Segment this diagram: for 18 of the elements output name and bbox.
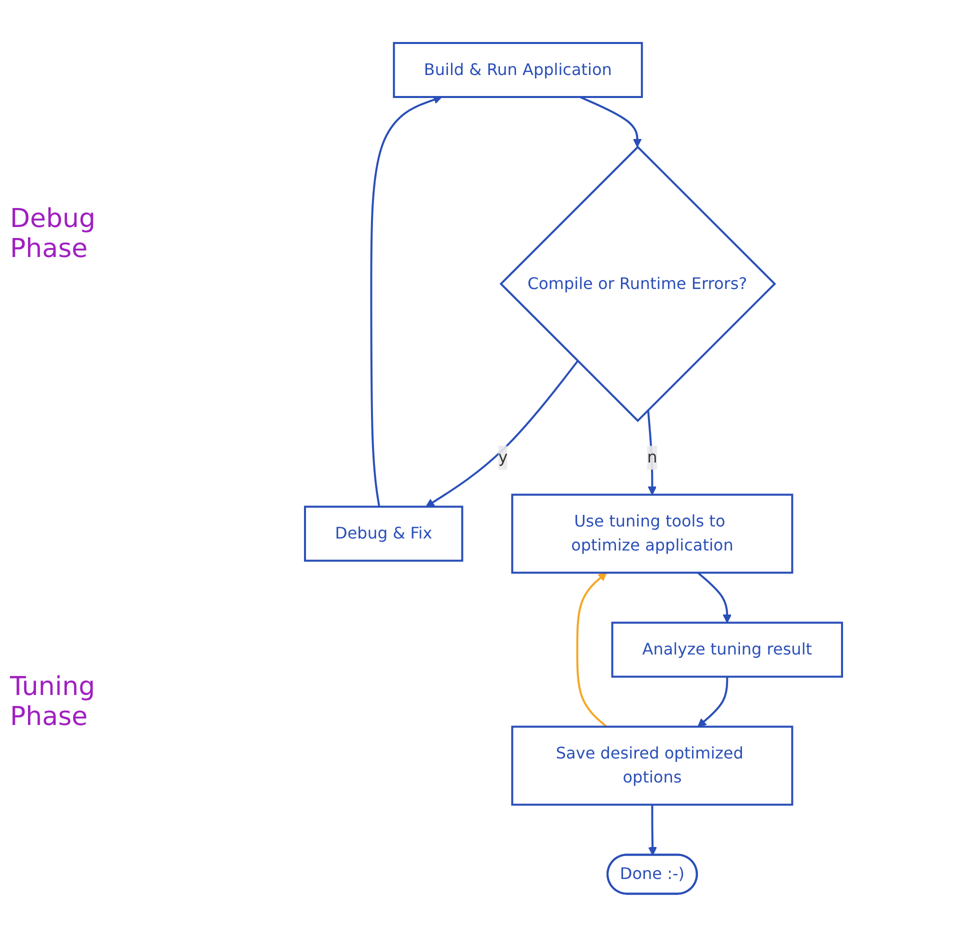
arrow — [648, 409, 658, 495]
node-box: Save desired optimized options — [512, 725, 794, 806]
edge-label: y — [498, 447, 508, 466]
arrow — [648, 804, 658, 856]
node-box: Build & Run Application — [393, 42, 644, 98]
node-box: Use tuning tools to optimize application — [512, 493, 794, 574]
arrow — [370, 95, 443, 507]
phase-label: Debug Phase — [10, 204, 97, 264]
arrow — [576, 572, 608, 728]
edge-label: n — [648, 447, 658, 466]
arrow — [426, 360, 579, 507]
arrow — [580, 96, 642, 148]
arrow — [698, 676, 729, 727]
node-box: Analyze tuning result — [612, 621, 844, 678]
arrow — [698, 572, 732, 623]
node-diamond: Compile or Runtime Errors? — [500, 145, 777, 422]
phase-label: Tuning Phase — [10, 672, 96, 732]
node-box: Debug & Fix — [304, 505, 464, 562]
